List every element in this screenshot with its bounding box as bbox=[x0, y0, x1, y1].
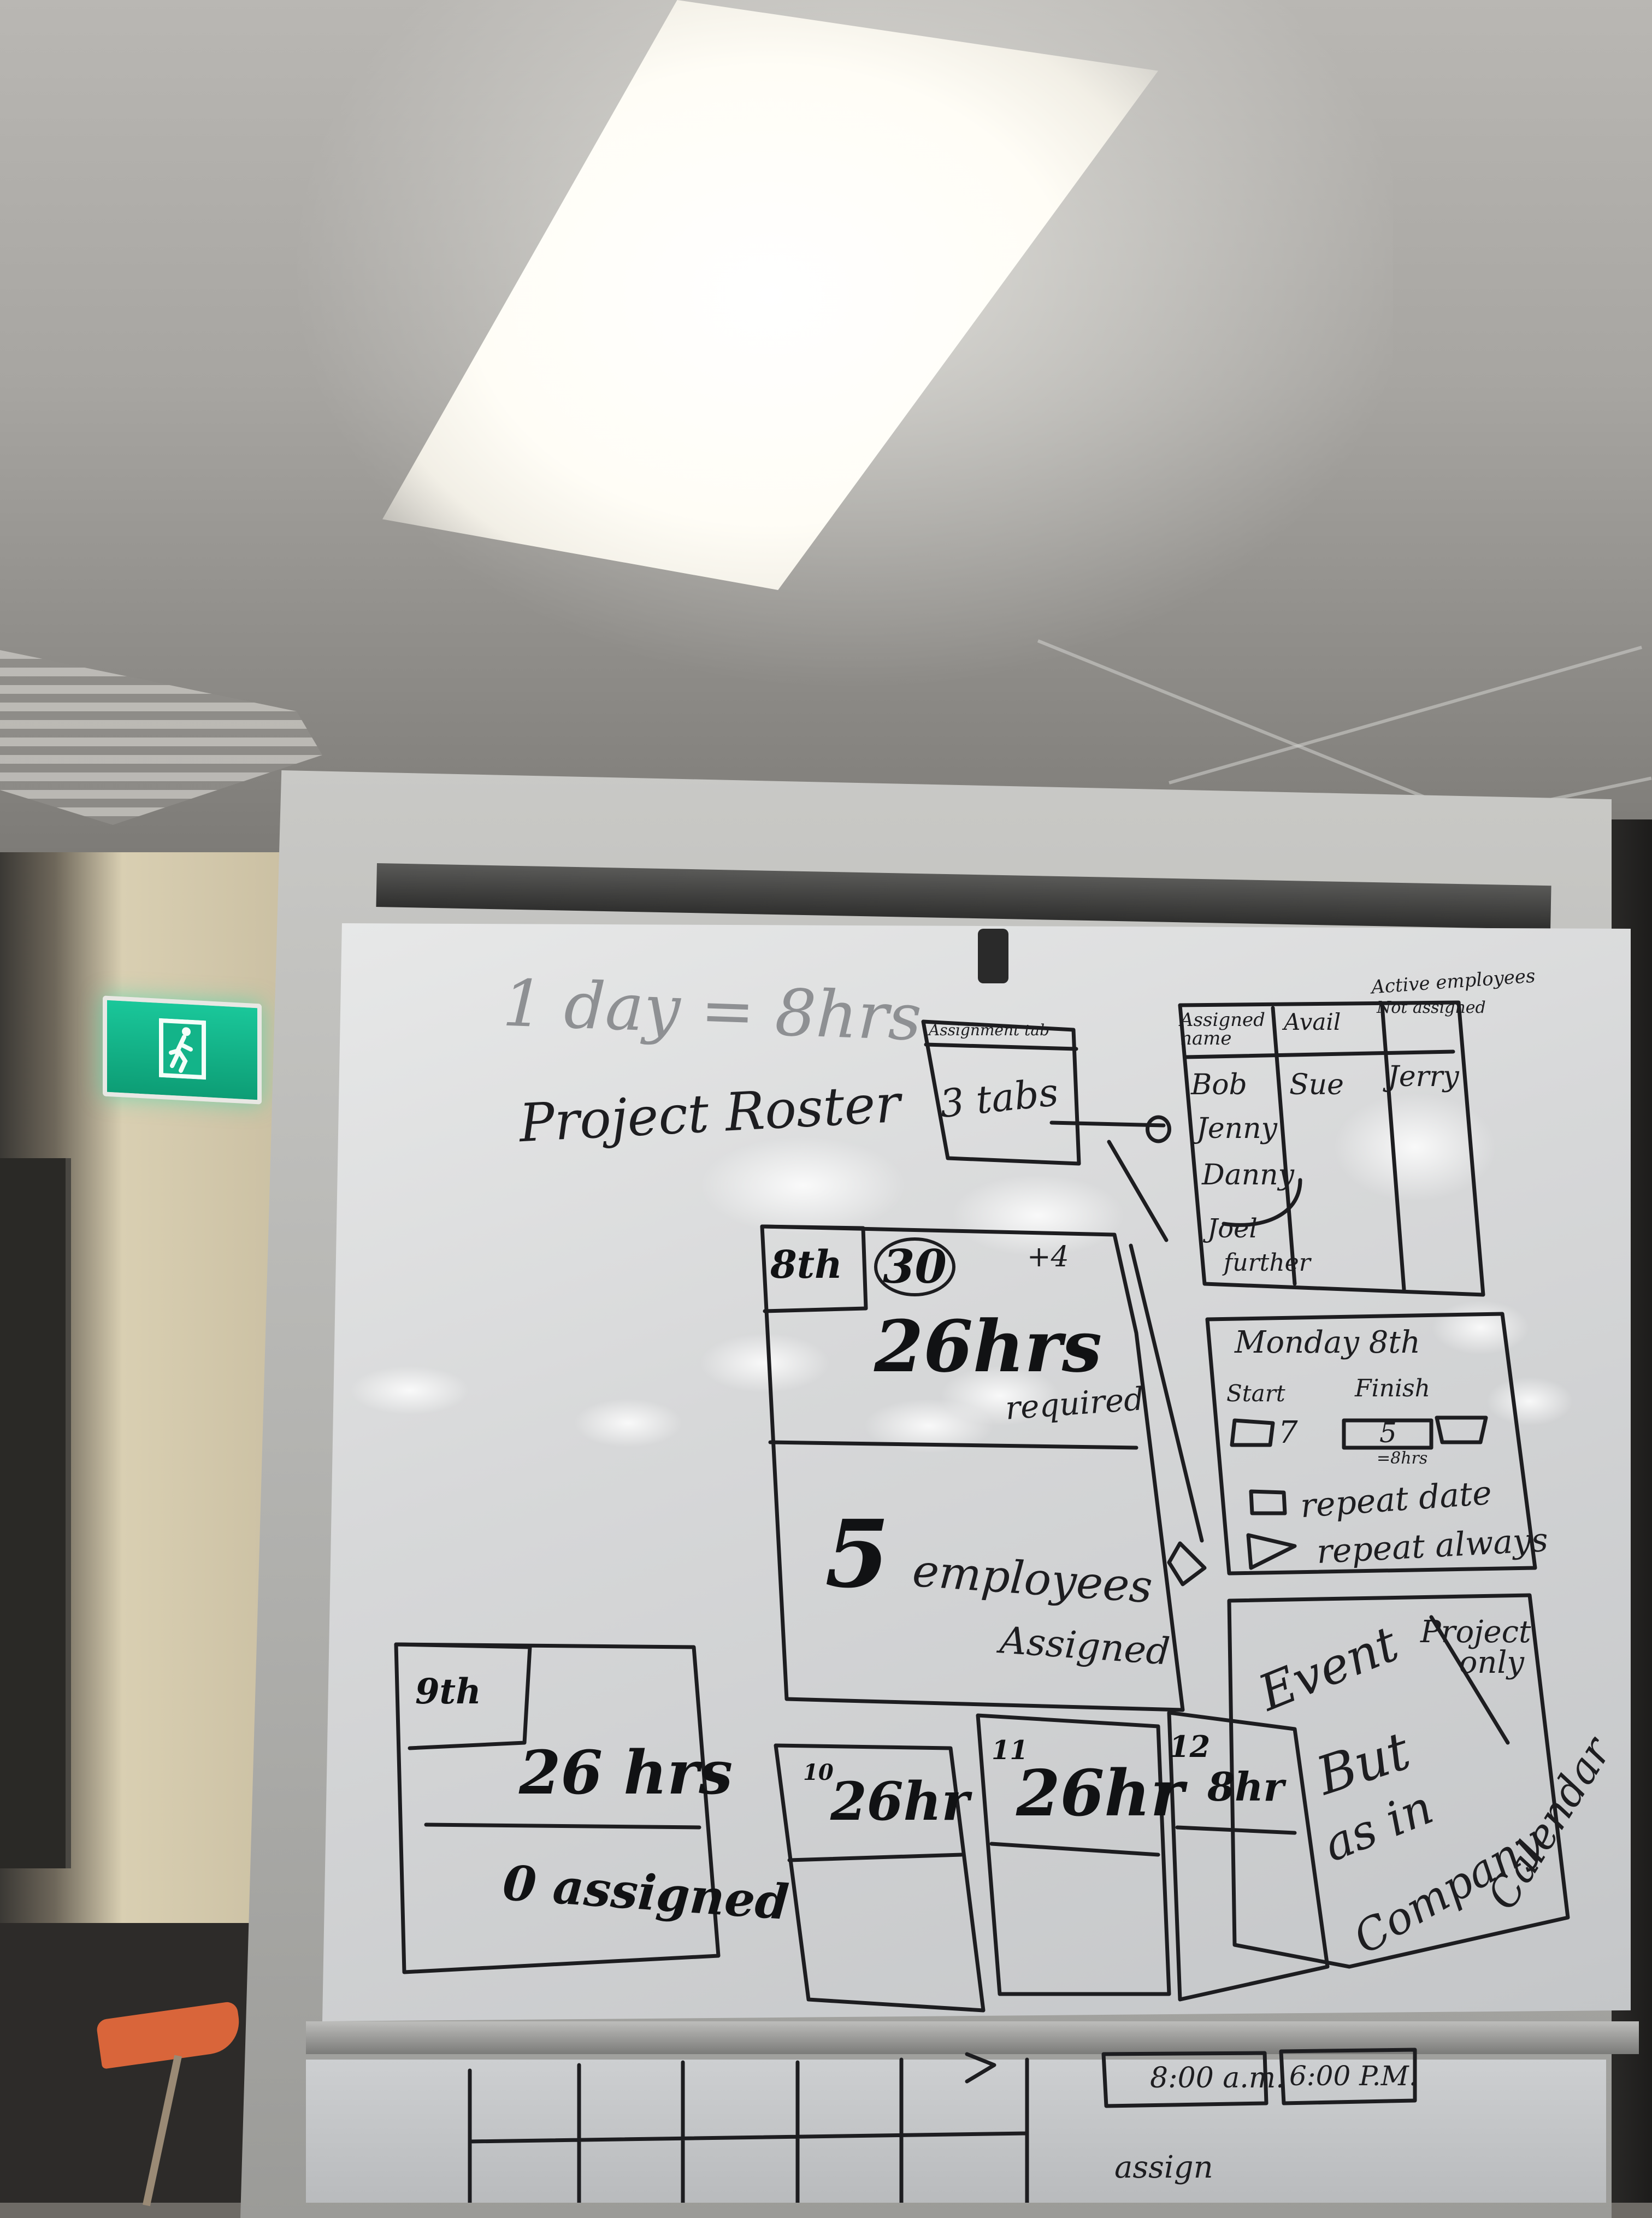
tabs-count: 3 tabs bbox=[937, 1069, 1061, 1127]
light-reflection bbox=[699, 1136, 907, 1235]
time-start-box bbox=[1101, 2051, 1268, 2108]
day-card-8-required-hours: 26hrs bbox=[874, 1305, 1102, 1388]
columns-to-form-arrow bbox=[1222, 1178, 1302, 1227]
header-active-sub: Not assigned bbox=[1377, 998, 1486, 1017]
assigned-name: Jenny bbox=[1196, 1112, 1277, 1145]
header-assigned: Assigned name bbox=[1180, 1009, 1265, 1049]
board-magnet bbox=[978, 929, 1008, 983]
total-hours: =8hrs bbox=[1377, 1449, 1428, 1468]
whiteboard-marker-tray bbox=[306, 2021, 1639, 2054]
light-reflection bbox=[699, 1333, 830, 1393]
day-card-8-outline bbox=[760, 1224, 1185, 1712]
day-card-11-hours: 26hr bbox=[1016, 1756, 1184, 1831]
light-reflection bbox=[350, 1366, 470, 1415]
day-card-9-outline bbox=[394, 1642, 721, 1974]
running-man-exit-icon bbox=[159, 1018, 206, 1080]
start-field bbox=[1230, 1418, 1275, 1447]
assign-text: assign bbox=[1114, 2150, 1213, 2185]
finish-value: 5 bbox=[1379, 1417, 1397, 1449]
event-box-divider bbox=[1429, 1615, 1510, 1745]
day-card-9-divider bbox=[424, 1822, 701, 1830]
day-card-9-hours: 26 hrs bbox=[519, 1737, 733, 1808]
assigned-name: Joel bbox=[1207, 1213, 1258, 1244]
form-to-card-arrow bbox=[1129, 1243, 1207, 1586]
day-card-8-plus: +4 bbox=[1027, 1241, 1069, 1273]
avail-name: Sue bbox=[1289, 1069, 1344, 1101]
light-reflection bbox=[951, 1175, 1125, 1257]
day-card-12-outline bbox=[1167, 1710, 1330, 2002]
time-end: 6:00 P.M. bbox=[1289, 2060, 1418, 2092]
repeat-always-checkbox bbox=[1246, 1533, 1297, 1570]
monday-form-title: Monday 8th bbox=[1235, 1325, 1420, 1360]
day-card-10-hours: 26hr bbox=[830, 1771, 969, 1832]
doorway bbox=[0, 1158, 71, 1868]
day-card-8-assigned-count: 5 bbox=[825, 1500, 890, 1609]
project-only-label: Project only bbox=[1420, 1614, 1531, 1680]
light-reflection bbox=[1431, 1300, 1530, 1355]
assigned-name: further bbox=[1224, 1249, 1311, 1277]
monday-form-outline bbox=[1205, 1312, 1537, 1576]
day-card-8-assigned-label: Assigned bbox=[998, 1619, 1172, 1674]
day-card-8-circled-hours: 30 bbox=[874, 1237, 955, 1296]
day-card-9-date-box bbox=[394, 1642, 532, 1750]
active-name: Jerry bbox=[1388, 1060, 1459, 1093]
day-card-8-date: 8th bbox=[770, 1242, 842, 1287]
day-card-8-date-box bbox=[760, 1224, 868, 1313]
light-reflection bbox=[574, 1399, 683, 1448]
header-avail: Avail bbox=[1284, 1008, 1341, 1035]
repeat-date-checkbox bbox=[1249, 1489, 1287, 1515]
columns-divider bbox=[1271, 1003, 1406, 1291]
start-value: 7 bbox=[1278, 1415, 1298, 1450]
day-card-8-required-label: required bbox=[1004, 1380, 1146, 1427]
day-card-11-divider bbox=[989, 1842, 1160, 1857]
day-card-11-date: 11 bbox=[992, 1735, 1028, 1766]
day-card-12-divider bbox=[1175, 1825, 1297, 1835]
finish-field-extra bbox=[1435, 1415, 1488, 1444]
event-box-outline bbox=[1227, 1593, 1570, 1969]
time-end-box bbox=[1279, 2048, 1417, 2105]
day-card-10-outline bbox=[774, 1743, 986, 2013]
columns-header-line bbox=[1183, 1049, 1455, 1059]
day-card-10-date: 10 bbox=[803, 1760, 834, 1785]
lower-board-arrow bbox=[965, 2052, 996, 2084]
second-whiteboard bbox=[306, 2060, 1606, 2203]
day-card-8-divider bbox=[768, 1440, 1138, 1450]
exit-sign bbox=[103, 995, 262, 1105]
columns-outline bbox=[1178, 1000, 1485, 1297]
assigned-name: Danny bbox=[1202, 1159, 1295, 1191]
tabs-box-outline bbox=[921, 1019, 1081, 1166]
finish-field bbox=[1342, 1418, 1433, 1450]
light-reflection bbox=[1486, 1377, 1573, 1426]
rule-text: 1 day = 8hrs bbox=[501, 965, 923, 1055]
day-card-10-divider bbox=[787, 1853, 964, 1862]
finish-label: Finish bbox=[1355, 1375, 1430, 1402]
lower-board-grid bbox=[468, 2057, 1029, 2203]
tabs-arrow bbox=[1049, 1120, 1169, 1242]
day-card-12-hours: 8hr bbox=[1207, 1763, 1284, 1810]
tabs-box-header: Assignment tab bbox=[929, 1021, 1050, 1039]
start-label: Start bbox=[1226, 1380, 1285, 1407]
day-card-12-date: 12 bbox=[1169, 1729, 1211, 1764]
day-card-11-outline bbox=[976, 1713, 1171, 1996]
day-card-9-date: 9th bbox=[415, 1671, 481, 1712]
tabs-circle bbox=[1146, 1115, 1171, 1143]
tabs-box-header-line bbox=[924, 1042, 1078, 1051]
assigned-name: Bob bbox=[1191, 1069, 1247, 1101]
time-start: 8:00 a.m. bbox=[1150, 2062, 1285, 2095]
